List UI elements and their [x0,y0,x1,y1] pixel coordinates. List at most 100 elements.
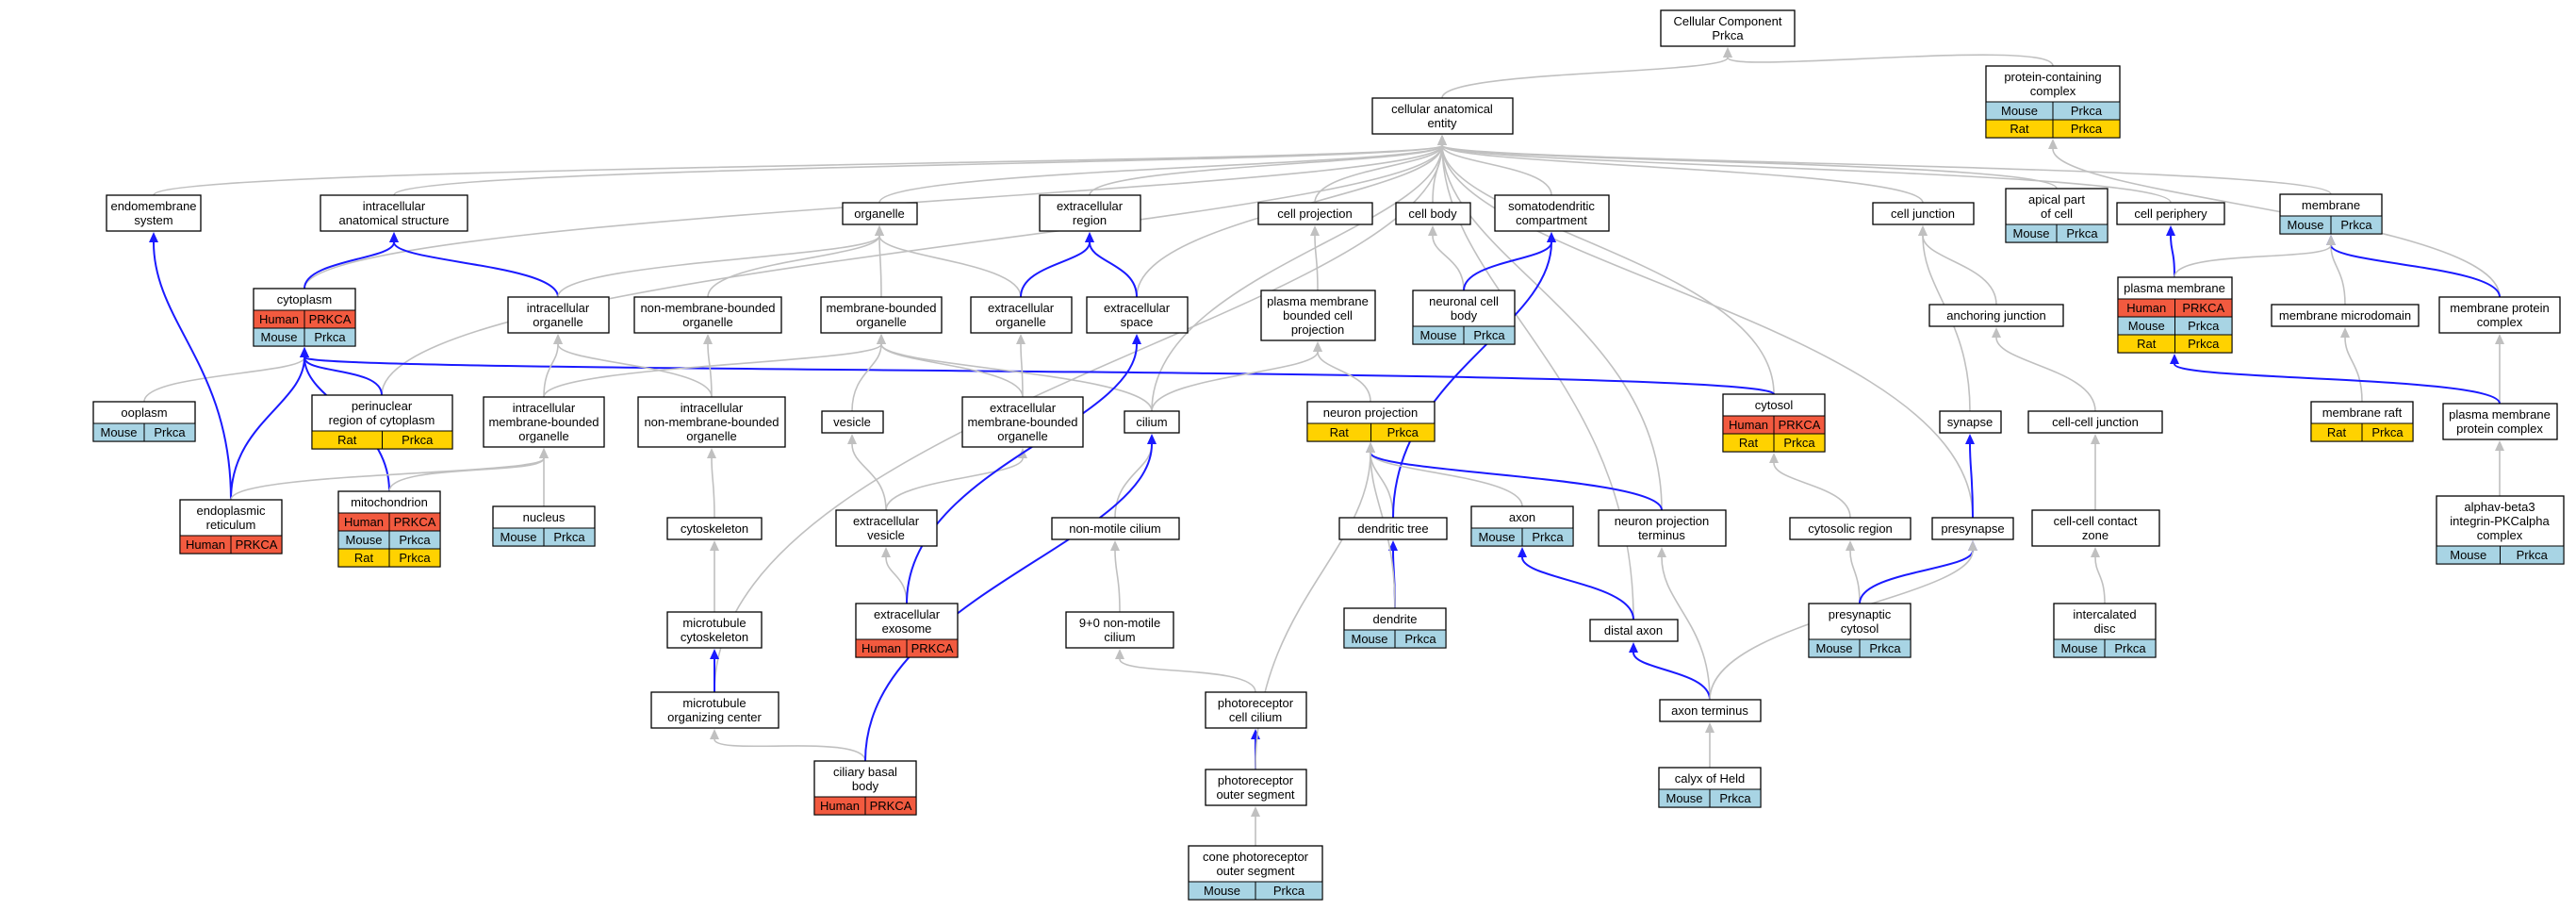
go-term-presyn[interactable]: presynapse [1931,517,2014,540]
term-label: organelle [997,429,1048,443]
go-term-mmd[interactable]: membrane microdomain [2271,304,2420,327]
arrowhead [1388,540,1398,551]
arrowhead [1437,135,1447,145]
annotation-cell [230,535,283,554]
is-a-edge [393,144,1443,196]
term-label: integrin-PKCalpha [2450,514,2550,528]
go-term-cper[interactable]: cell periphery [2116,202,2225,225]
go-term-organelle[interactable]: organelle [842,202,918,225]
gene-label: Prkca [314,330,346,344]
go-term-aterm[interactable]: axon terminus [1659,699,1762,722]
term-label: protein-containing [2004,70,2101,84]
species-label: Mouse [2001,104,2038,118]
gene-label: Prkca [399,551,431,565]
arrowhead [710,649,719,659]
go-term-daxon[interactable]: distal axon [1589,619,1679,642]
go-term-nmc[interactable]: non-motile cilium [1051,517,1180,540]
arrowhead [149,232,158,242]
term-label: non-membrane-bounded [640,301,775,315]
annotation-cell [1521,527,1574,547]
gene-label: Prkca [2188,319,2220,333]
gene-label: Prkca [2066,226,2098,240]
term-label: microtubule [682,616,746,630]
is-a-edge [381,144,1443,396]
go-term-ccj[interactable]: cell-cell junction [2027,410,2163,434]
go-term-cproj[interactable]: cell projection [1257,202,1373,225]
go-term-cytreg[interactable]: cytosolic region [1789,517,1911,540]
go-term-vesicle[interactable]: vesicle [821,410,884,434]
go-term-cbody[interactable]: cell body [1395,202,1471,225]
term-label: cytosolic region [1808,521,1893,536]
annotation-cell [382,430,453,450]
term-box [820,296,943,334]
go-term-cilium[interactable]: cilium [1124,410,1180,434]
go-term-dtree[interactable]: dendritic tree [1338,517,1448,540]
go-term-inmbo[interactable]: intracellularnon-membrane-boundedorganel… [637,396,786,448]
annotation-cell [304,327,356,347]
go-term-ab3[interactable]: alphav-beta3integrin-PKCalphacomplexMous… [2436,495,2565,565]
arrowhead [1132,334,1141,344]
gene-label: Prkca [399,533,431,547]
go-term-ajunc[interactable]: anchoring junction [1928,304,2064,327]
gene-label: Prkca [1783,436,1815,450]
term-label: endoplasmic [197,504,266,518]
species-label: Mouse [2128,319,2165,333]
term-label: extracellular [988,301,1055,315]
annotation-cell [906,638,959,658]
term-label: dendritic tree [1357,521,1428,536]
go-term-cytoskel[interactable]: cytoskeleton [666,517,763,540]
term-label: exosome [882,621,932,636]
term-label: disc [2093,621,2116,636]
arrowhead [389,232,399,242]
is-a-edge [707,343,713,398]
go-term-cjunc[interactable]: cell junction [1872,202,1975,225]
go-term-synapse[interactable]: synapse [1939,410,2002,434]
